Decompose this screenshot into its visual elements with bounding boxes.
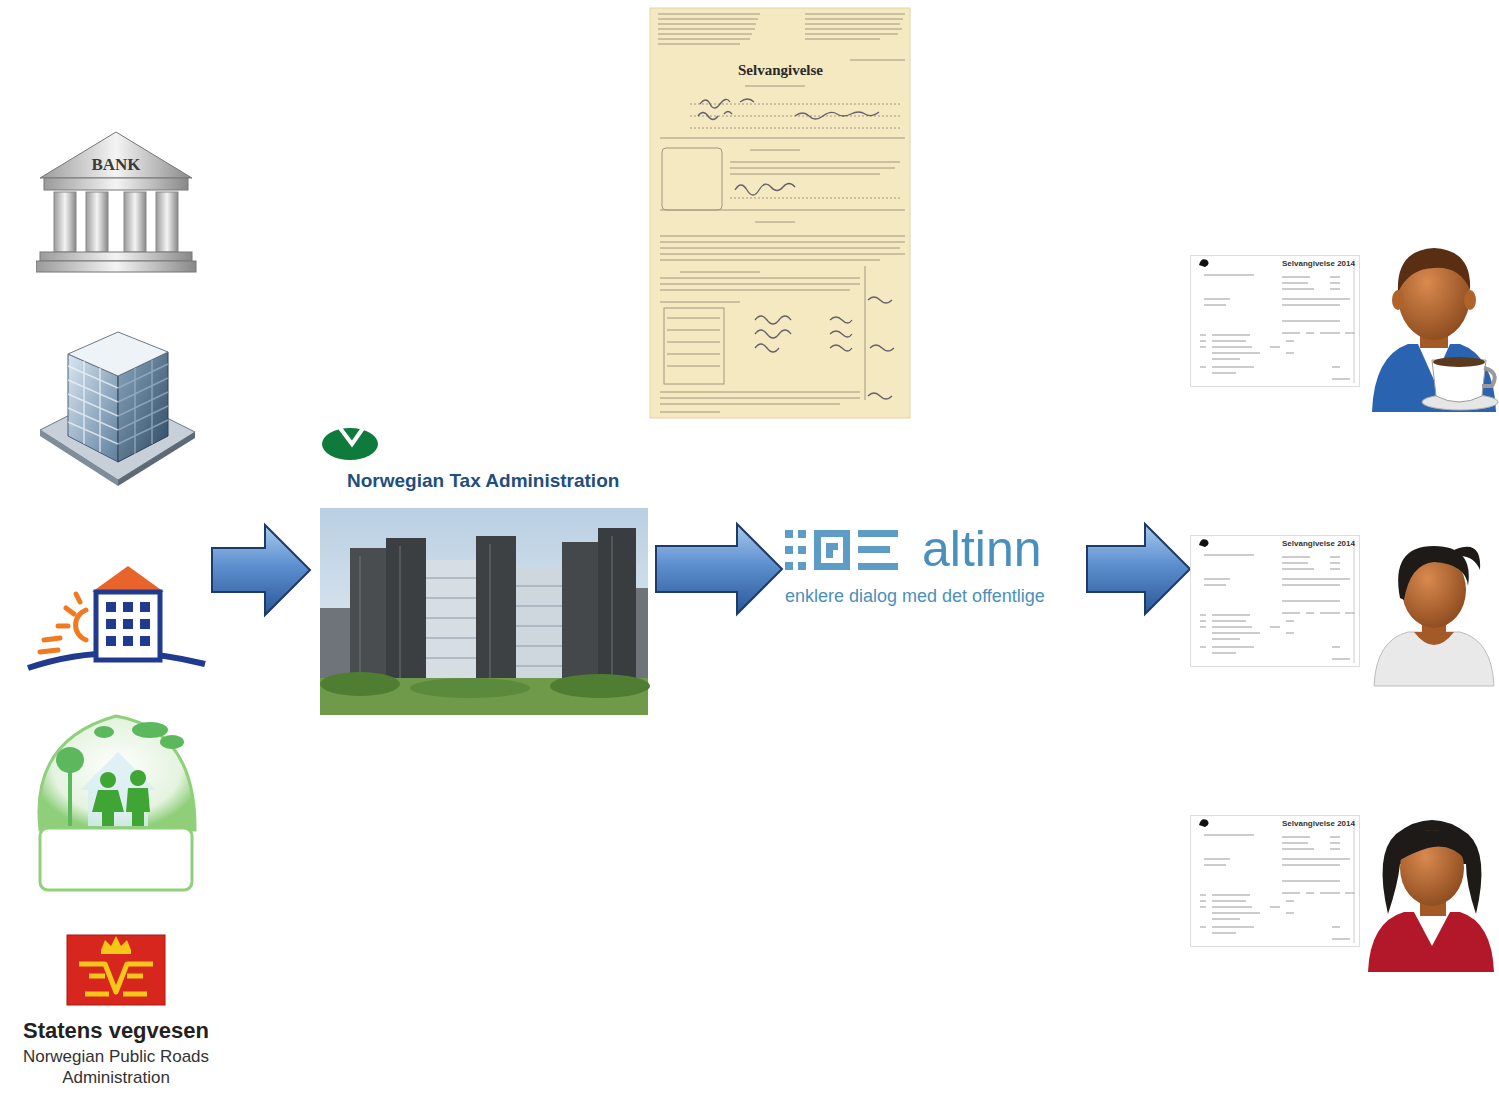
form-title: Selvangivelse bbox=[738, 62, 823, 79]
form-title: Selvangivelse 2014 bbox=[1282, 819, 1355, 828]
form-title: Selvangivelse 2014 bbox=[1282, 259, 1355, 268]
flow-arrow bbox=[1087, 524, 1190, 614]
bank-icon-graphic bbox=[36, 128, 200, 278]
company-building-icon bbox=[40, 332, 195, 486]
tax-return-form: Selvangivelse 2014 bbox=[1190, 815, 1360, 947]
person-icon bbox=[1374, 546, 1494, 686]
bank-icon: BANK bbox=[36, 128, 200, 278]
tax-return-form-graphic bbox=[1190, 255, 1360, 387]
form-title: Selvangivelse 2014 bbox=[1282, 539, 1355, 548]
municipality-icon bbox=[28, 566, 205, 668]
tax-return-form-graphic bbox=[1190, 535, 1360, 667]
roads-administration-logo: Statens vegvesenNorwegian Public Roads A… bbox=[5, 930, 231, 1092]
person-icon bbox=[1368, 820, 1494, 972]
flow-arrow bbox=[212, 525, 310, 615]
bank-label: BANK bbox=[36, 155, 196, 175]
roads-administration-logo-graphic bbox=[5, 930, 231, 1092]
organisation-name: Norwegian Tax Administration bbox=[347, 470, 619, 492]
logo-tagline: enklere dialog med det offentlige bbox=[785, 586, 1045, 607]
organisation-subtitle: Norwegian Public Roads Administration bbox=[15, 1046, 217, 1088]
kindergarten-icon bbox=[39, 716, 195, 890]
organisation-name: Statens vegvesen bbox=[5, 1018, 227, 1043]
tax-return-form-graphic bbox=[1190, 815, 1360, 947]
logo-wordmark: altinn bbox=[922, 522, 1042, 576]
tax-administration-box: Norwegian Tax Administration bbox=[316, 420, 656, 718]
tax-return-form: Selvangivelse 2014 bbox=[1190, 255, 1360, 387]
altinn-logo: altinn enklere dialog med det offentlige bbox=[782, 520, 1087, 618]
old-tax-form bbox=[650, 8, 910, 418]
tax-administration-box-graphic bbox=[316, 420, 656, 718]
person-icon bbox=[1372, 248, 1498, 412]
tax-return-form: Selvangivelse 2014 bbox=[1190, 535, 1360, 667]
flow-arrow bbox=[656, 524, 782, 614]
